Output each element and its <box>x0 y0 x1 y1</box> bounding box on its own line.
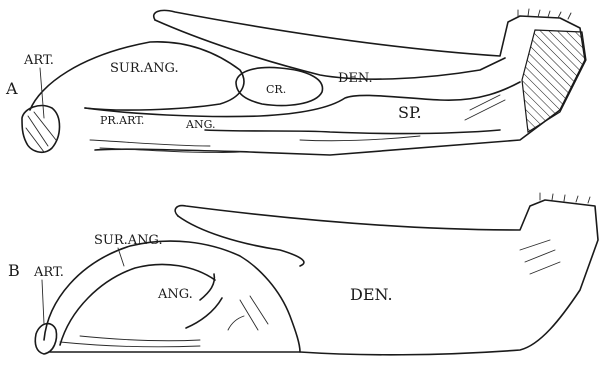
panel-b-letter: B <box>8 261 20 280</box>
panel-b-shading-lines <box>60 240 560 347</box>
panel-b-jaw-drawing <box>35 193 598 355</box>
panel-a-label-art: ART. <box>23 53 54 68</box>
panel-b-sur-ang-leader <box>118 248 124 266</box>
panel-b-art-leader <box>42 280 44 324</box>
panel-a-label-den: DEN. <box>338 71 373 86</box>
panel-a-symphysis-hatch <box>522 30 586 132</box>
panel-b-label-ang: ANG. <box>157 287 193 302</box>
panel-b-angular-outline <box>60 264 215 345</box>
panel-a-label-ang: ANG. <box>185 118 215 131</box>
panel-b-dentary-outline <box>50 200 598 355</box>
panel-a-label-sp: SP. <box>398 103 422 122</box>
panel-a-articular-shading <box>26 112 56 152</box>
panel-a-label-pr-art: PR.ART. <box>100 114 144 127</box>
panel-a-label-sur-ang: SUR.ANG. <box>110 61 179 76</box>
panel-a-dorsal-line <box>155 20 505 79</box>
panel-b-teeth <box>540 193 590 203</box>
panel-a-jaw-drawing <box>22 9 586 155</box>
panel-a-label-cr: CR. <box>266 83 286 96</box>
panel-b-label-den: DEN. <box>350 285 393 304</box>
panel-b-dorsal-line <box>178 216 304 266</box>
panel-b-label-sur-ang: SUR.ANG. <box>94 233 163 248</box>
panel-a-letter: A <box>5 79 18 98</box>
panel-a-articular-knob <box>22 106 60 153</box>
panel-a-angular-outline <box>85 82 520 117</box>
panel-b-label-art: ART. <box>33 265 64 280</box>
panel-a-groove-line <box>205 130 500 134</box>
